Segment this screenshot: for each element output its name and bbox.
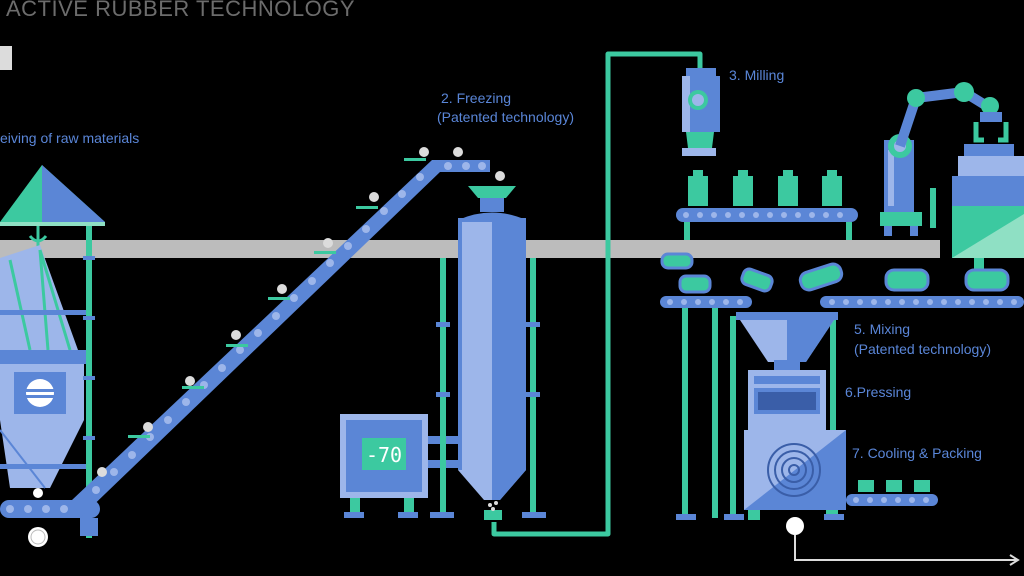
output-arrow (786, 517, 1020, 566)
block-conveyor (660, 252, 1024, 520)
receiving-hopper (0, 165, 105, 538)
step-mixing-note: (Patented technology) (854, 341, 991, 357)
transfer-pipe (491, 51, 703, 537)
step-freezing-note: (Patented technology) (437, 109, 574, 125)
step-cooling-label: 7. Cooling & Packing (852, 445, 982, 461)
milling-conveyor (676, 170, 858, 240)
cooling-packing-unit (724, 430, 938, 520)
freezing-tower (430, 186, 546, 520)
step-freezing-label: 2. Freezing (441, 90, 512, 106)
step-milling-label: 3. Milling (729, 67, 785, 83)
corner-marker (0, 46, 12, 70)
incline-conveyor (0, 147, 505, 547)
mixing-unit (730, 312, 838, 516)
freezer-control-box (340, 414, 458, 518)
upper-press (952, 144, 1024, 270)
freezer-temperature-display: -70 (366, 443, 402, 467)
step-mixing-label: 5. Mixing (854, 321, 911, 337)
milling-machine (682, 68, 720, 156)
step-pressing-label: 6.Pressing (845, 384, 912, 400)
robot-arm (880, 82, 1009, 236)
step-receiving-label: eiving of raw materials (0, 130, 140, 146)
page-title: ACTIVE RUBBER TECHNOLOGY (6, 0, 355, 21)
pressing-unit (748, 370, 826, 430)
